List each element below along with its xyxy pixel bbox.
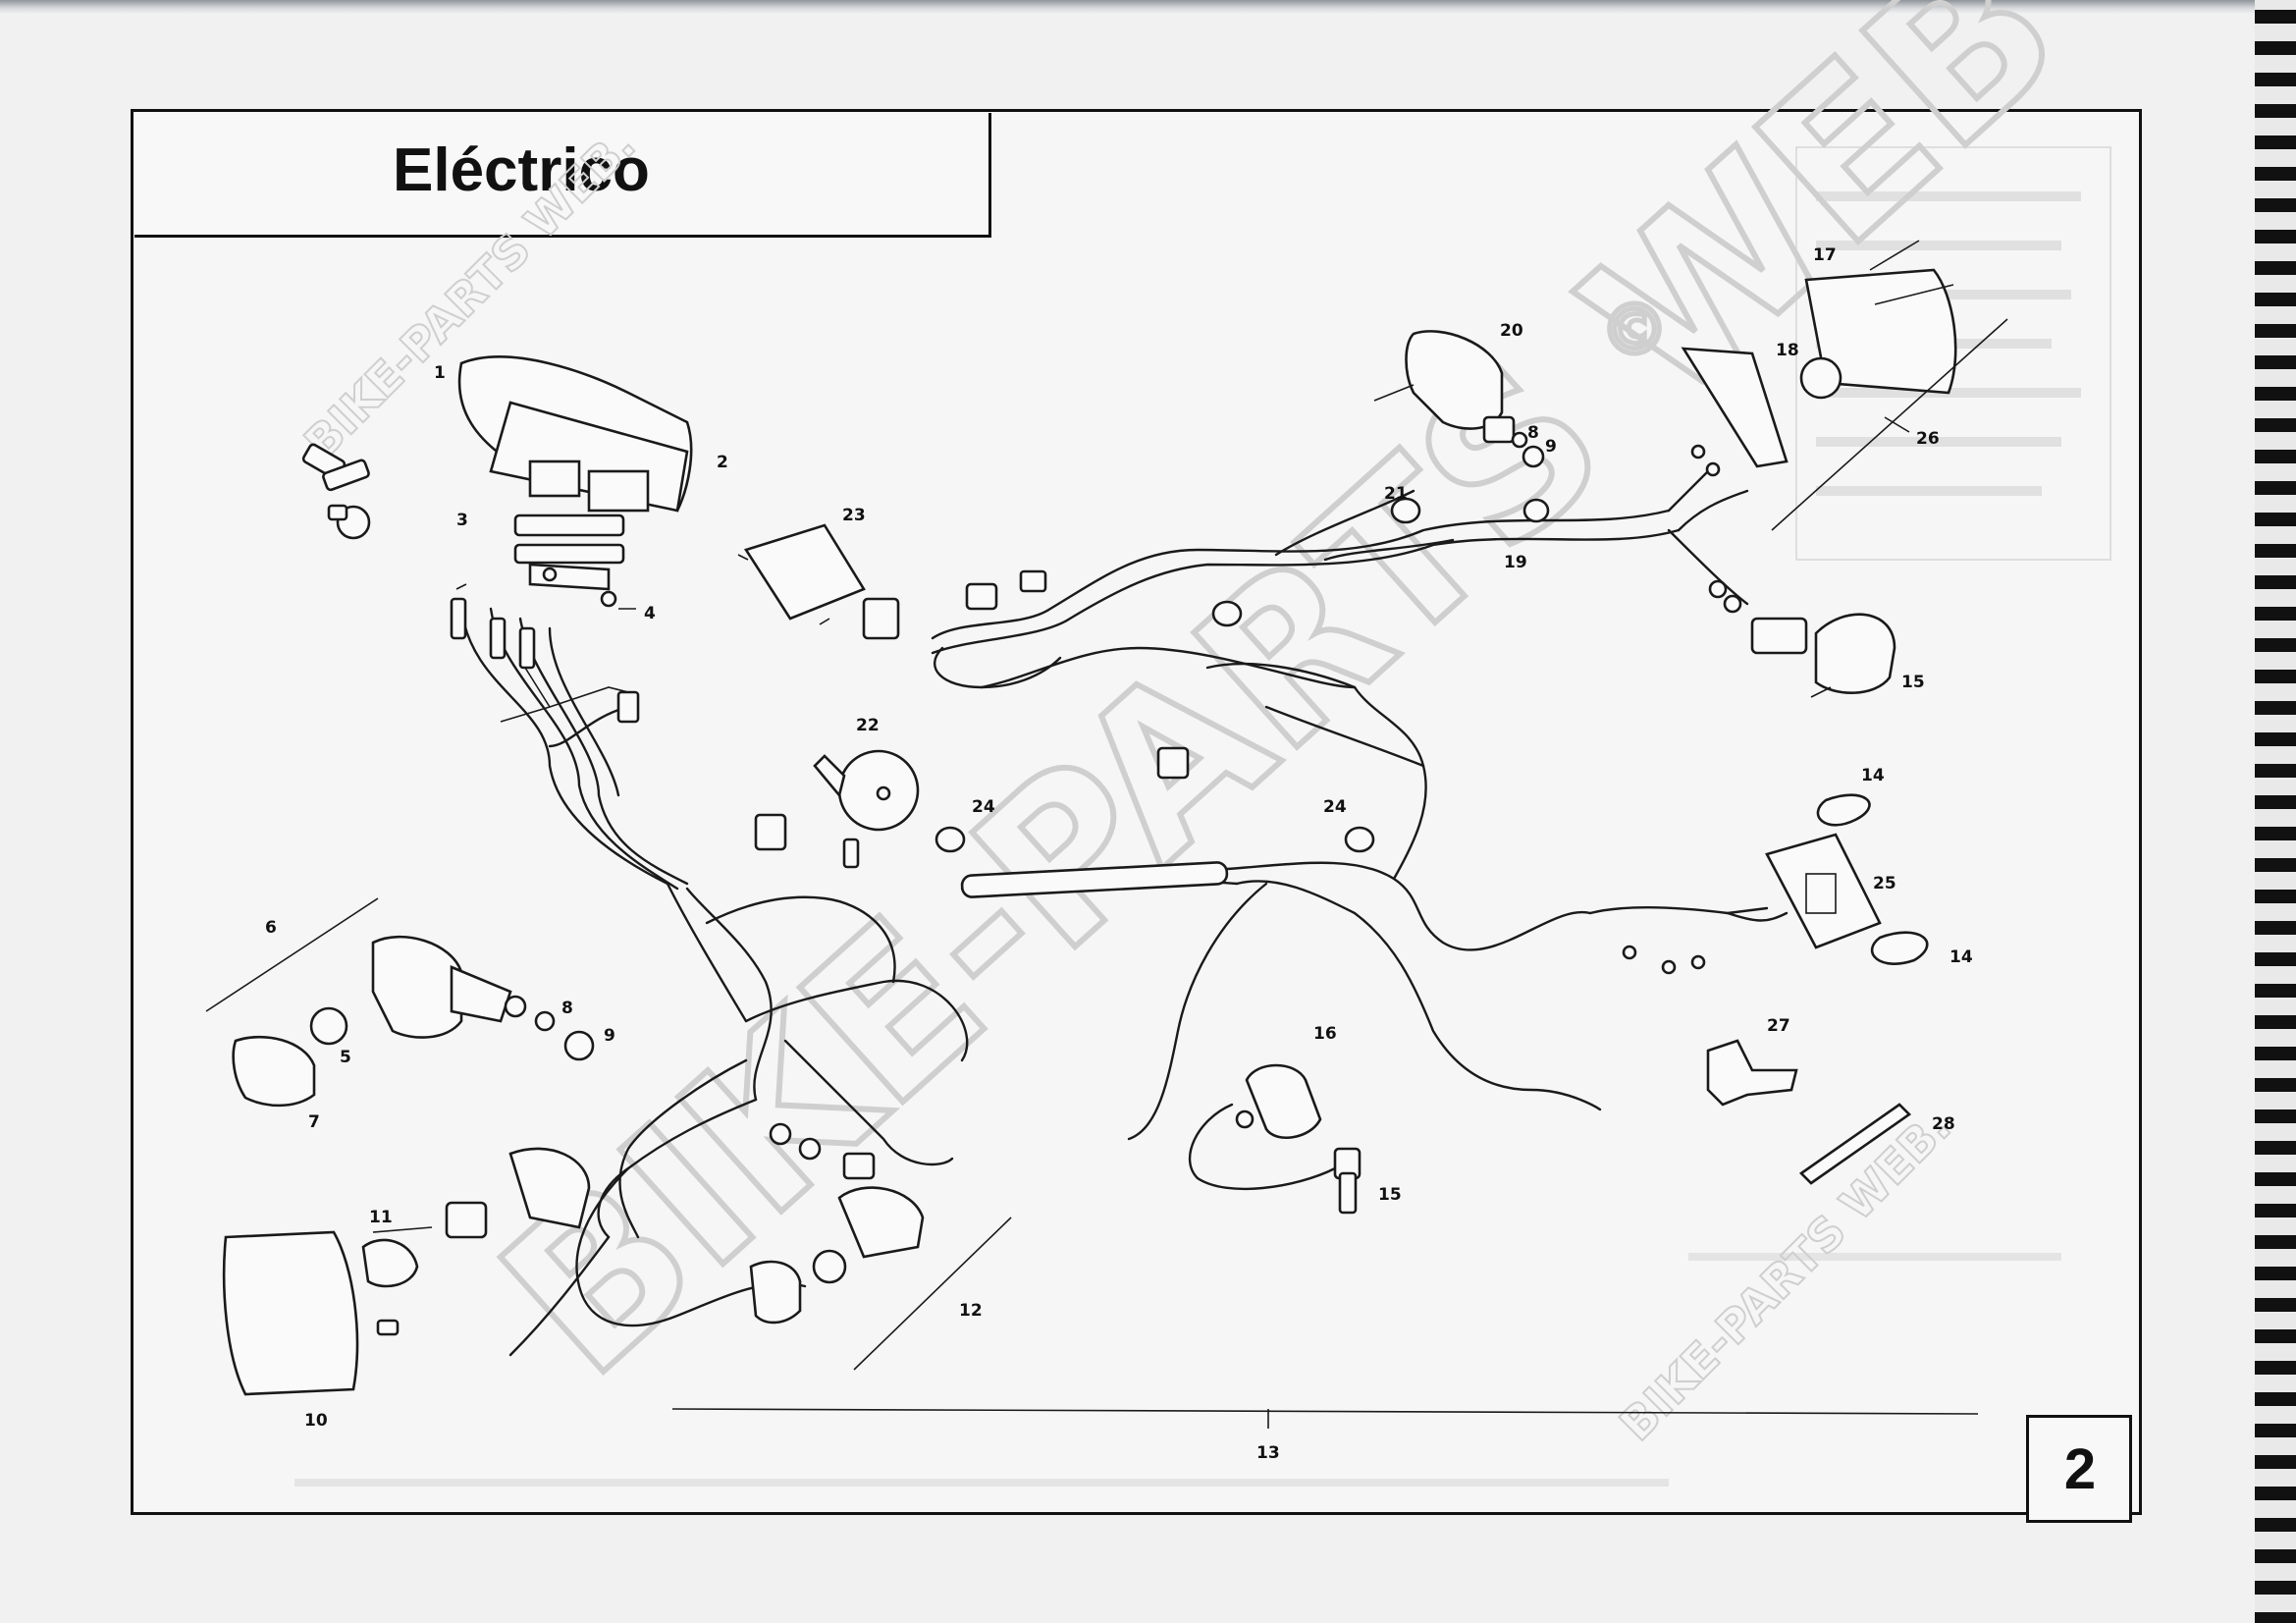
callout-22: 22 xyxy=(856,716,880,735)
callout-24-right: 24 xyxy=(1323,797,1347,817)
callout-8-rear: 8 xyxy=(1527,423,1539,443)
front-right-turn-signal xyxy=(749,1122,1012,1371)
tail-light xyxy=(1681,240,2008,531)
battery-strap xyxy=(1798,1103,1912,1185)
callout-21: 21 xyxy=(1384,484,1408,504)
callout-10: 10 xyxy=(304,1411,328,1431)
watermark-small-bottom: BIKE-PARTS WEB. xyxy=(1610,1100,1961,1451)
callout-28: 28 xyxy=(1932,1114,1955,1134)
callout-labels: 1 2 3 4 5 6 7 8 9 8 9 10 11 12 13 14 14 … xyxy=(265,245,1973,1463)
front-left-turn-signal xyxy=(205,897,595,1108)
watermark-group: BIKE-PARTS WEB. © BIKE-PARTS WEB BIKE-PA… xyxy=(294,0,2108,1452)
callout-20: 20 xyxy=(1500,321,1523,341)
headlight xyxy=(222,1147,591,1396)
callout-8-front: 8 xyxy=(561,999,573,1018)
callout-6: 6 xyxy=(265,918,277,938)
callout-17: 17 xyxy=(1813,245,1837,265)
wiring-harness xyxy=(459,469,1789,1357)
instrument-cluster xyxy=(450,355,693,724)
callout-19: 19 xyxy=(1504,553,1527,572)
callout-11: 11 xyxy=(369,1208,393,1227)
callout-18: 18 xyxy=(1776,341,1799,360)
watermark-copyright: © xyxy=(1600,290,1669,370)
callout-23: 23 xyxy=(842,506,866,525)
callout-9-front: 9 xyxy=(604,1026,615,1046)
callout-5: 5 xyxy=(340,1048,351,1067)
ignition-coil xyxy=(1188,1063,1362,1215)
callout-24-left: 24 xyxy=(972,797,995,817)
callout-3: 3 xyxy=(456,511,468,530)
callout-25: 25 xyxy=(1873,874,1896,893)
rear-left-turn-signal xyxy=(1373,330,1545,468)
callout-14-top: 14 xyxy=(1861,766,1885,785)
regulator-box xyxy=(1622,793,1929,975)
diagram-frame xyxy=(131,109,2142,1515)
rear-right-turn-signal xyxy=(1708,579,1896,698)
page-number: 2 xyxy=(2063,1437,2097,1501)
callout-13: 13 xyxy=(1256,1443,1280,1463)
callout-1: 1 xyxy=(434,363,446,383)
harness-sleeve xyxy=(960,861,1229,898)
callout-27: 27 xyxy=(1767,1016,1790,1036)
callout-12: 12 xyxy=(959,1301,983,1321)
page-title: Eléctrico xyxy=(393,136,650,204)
callout-4: 4 xyxy=(644,604,656,623)
page-top-shadow xyxy=(0,0,2296,14)
horn xyxy=(754,749,920,869)
page-number-box xyxy=(2026,1415,2132,1523)
relay-unit xyxy=(737,523,1047,640)
harness-baseline xyxy=(671,1408,1979,1415)
ignition-key xyxy=(301,443,371,540)
wire-clips xyxy=(934,497,1550,853)
leader-3 xyxy=(455,583,467,590)
callout-2: 2 xyxy=(717,453,728,472)
mount-bracket xyxy=(1706,1039,1798,1107)
title-box xyxy=(134,113,991,238)
spiral-binding xyxy=(2237,0,2296,1623)
callout-15-rear: 15 xyxy=(1901,673,1925,692)
callout-9-rear: 9 xyxy=(1545,437,1557,457)
callout-7: 7 xyxy=(308,1112,320,1132)
callout-14-bottom: 14 xyxy=(1949,947,1973,967)
leader-26 xyxy=(1884,416,1910,433)
callout-16: 16 xyxy=(1313,1024,1337,1044)
callout-15-coil: 15 xyxy=(1378,1185,1402,1205)
callout-26: 26 xyxy=(1916,429,1940,449)
